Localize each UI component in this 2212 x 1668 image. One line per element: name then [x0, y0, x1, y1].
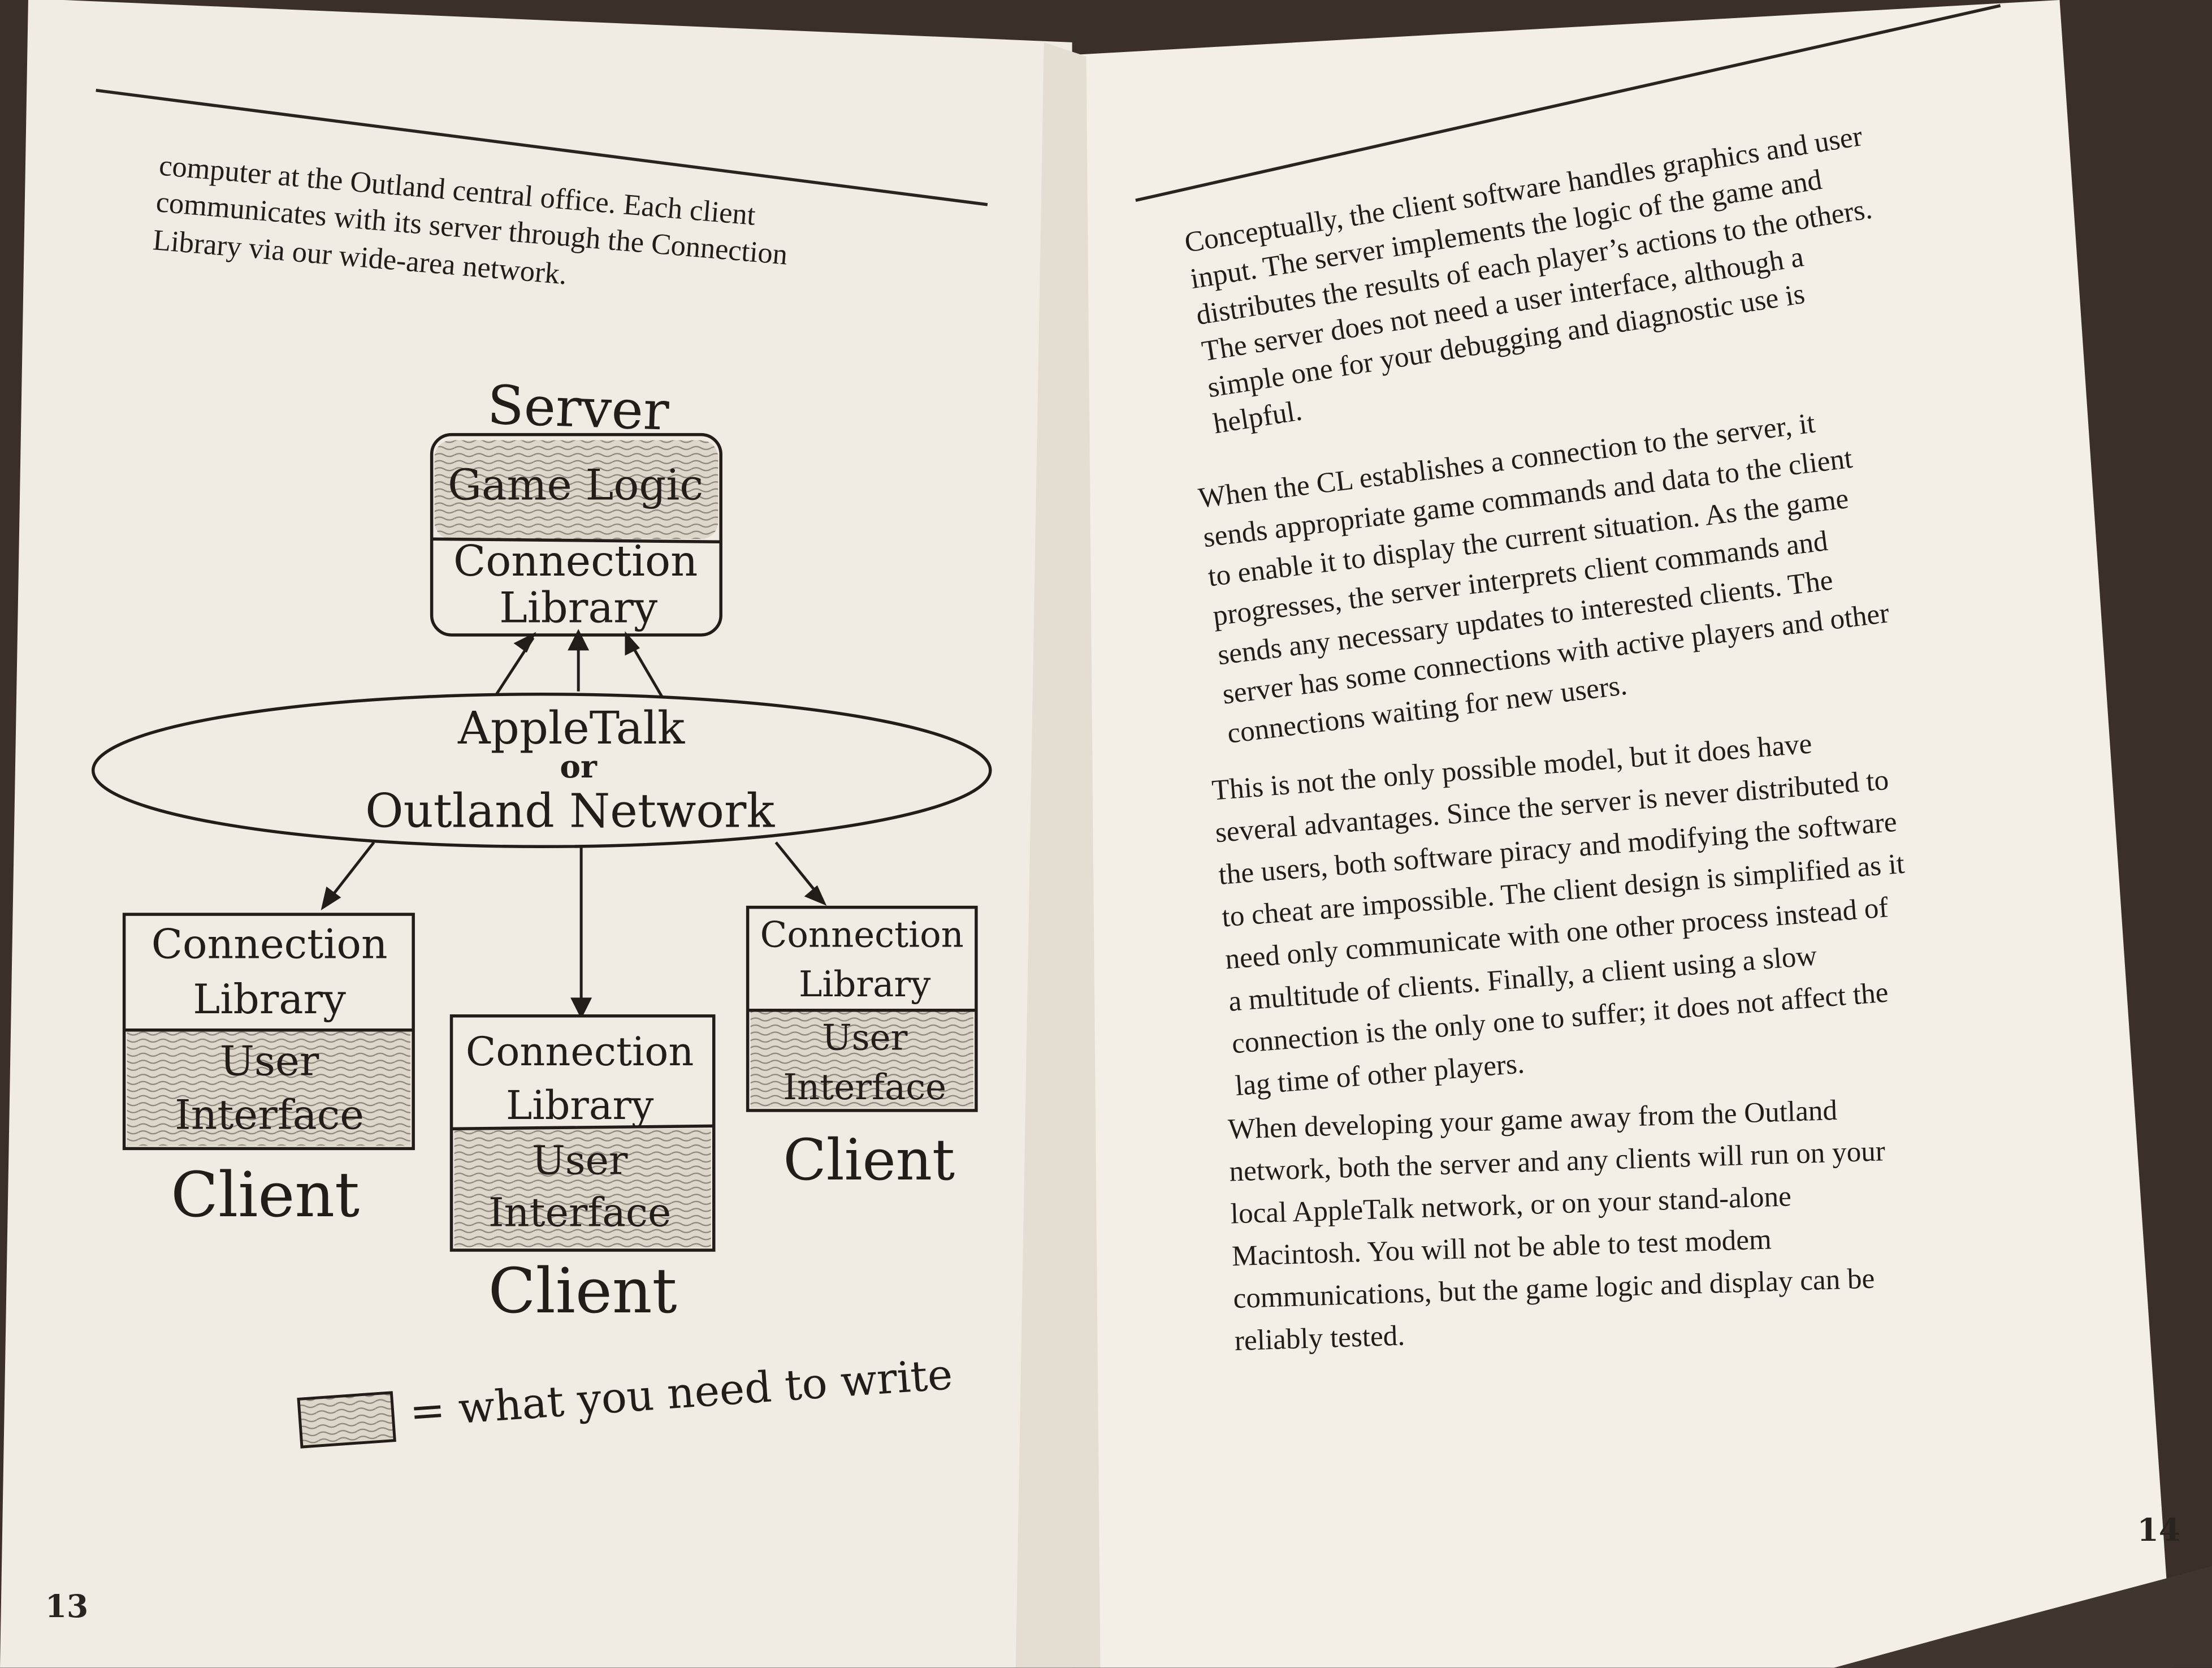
arrows-to-clients [321, 841, 827, 1019]
text-line: Client [488, 1255, 677, 1327]
right-paragraph-3: This is not the only possible model, but… [1210, 717, 1919, 1108]
text-line: Client [783, 1127, 955, 1193]
text-line: Connection [466, 1029, 694, 1075]
network-ellipse [91, 693, 992, 849]
legend-swatch [297, 1391, 396, 1449]
text-line: Client [171, 1159, 360, 1231]
client-box-left: Connection Library User Interface Client [122, 913, 415, 1231]
page-number-left: 13 [45, 1588, 89, 1626]
text-line: Outland Network [365, 784, 775, 838]
text-line: Interface [783, 1066, 946, 1108]
architecture-diagram: Server Game Logic Connection Library App… [91, 374, 992, 1449]
text-line: Connection [760, 914, 964, 955]
text-line: User [532, 1138, 628, 1183]
header-rule-right [1135, 4, 2001, 202]
client-box-center: Connection Library User Interface Client [449, 1014, 716, 1327]
text-line: Library [193, 976, 346, 1023]
server-label: Server [486, 374, 670, 443]
text-line: User [822, 1017, 907, 1058]
text-line: AppleTalk [457, 702, 685, 754]
text-line: Connection [151, 921, 388, 968]
text-line: Library [506, 1083, 654, 1129]
text-line: Connection [453, 537, 698, 586]
arrows-to-server [492, 629, 665, 699]
text-line: Interface [175, 1091, 364, 1139]
text-line: User [220, 1038, 319, 1086]
text-line: Game Logic [448, 460, 703, 509]
text-line: or [560, 748, 598, 785]
header-rule-left [96, 88, 988, 206]
right-page [1015, 0, 2173, 1668]
server-box: Game Logic Connection Library [430, 433, 722, 637]
text-line: Interface [488, 1190, 671, 1236]
right-paragraph-4: When developing your game away from the … [1227, 1088, 1891, 1363]
text-line: Library [499, 584, 658, 633]
client-box-right: Connection Library User Interface Client [746, 905, 978, 1193]
text-line: Library [799, 963, 931, 1005]
page-number-right: 14 [2137, 1513, 2181, 1550]
